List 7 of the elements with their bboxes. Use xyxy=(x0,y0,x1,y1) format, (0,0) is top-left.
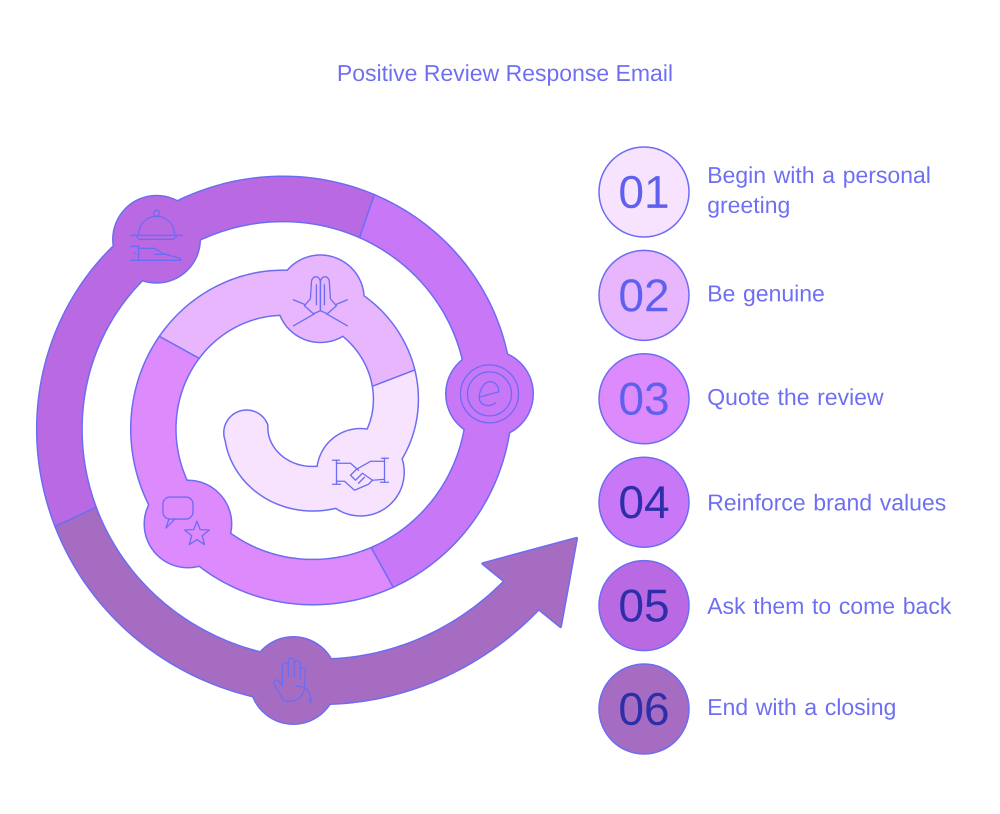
step-description: Be genuine xyxy=(709,284,824,306)
step-description: End with a closing xyxy=(709,698,895,720)
step-description: Ask them to come back xyxy=(707,597,952,614)
step-description: Quote the review xyxy=(708,388,884,410)
step-description: Begin with a personal greeting xyxy=(708,166,930,218)
title: Positive Review Response Email xyxy=(338,64,672,86)
step-description: Reinforce brand values xyxy=(709,494,946,511)
